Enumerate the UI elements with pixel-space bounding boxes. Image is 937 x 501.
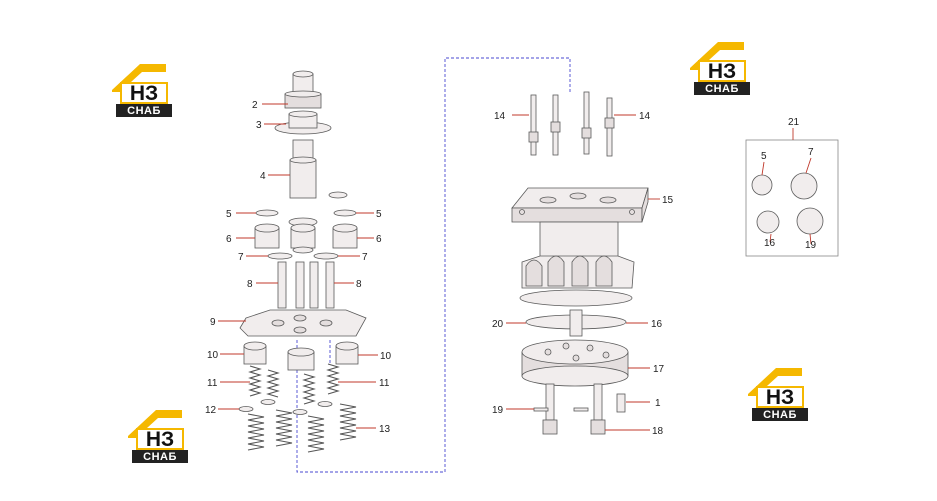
part-8-plunger: [295, 261, 305, 309]
nz-snab-logo: НЗ СНАБ: [744, 362, 808, 426]
part-18-pin: [542, 383, 558, 435]
part-14-bolt: [604, 97, 615, 157]
callout-5: 5: [376, 209, 382, 220]
nz-snab-logo: НЗ СНАБ: [686, 36, 750, 100]
svg-text:НЗ: НЗ: [766, 386, 794, 409]
part-11-spring: [326, 363, 340, 395]
callout-3: 3: [256, 120, 262, 131]
kit-ring-19: [796, 207, 824, 235]
callout-13: 13: [379, 424, 391, 435]
callout-10: 10: [207, 350, 219, 361]
kit-ring-7: [790, 172, 818, 200]
callout-4: 4: [260, 171, 266, 182]
part-11-spring: [248, 365, 262, 397]
callout-6: 6: [376, 234, 382, 245]
callout-14: 14: [494, 111, 506, 122]
part-13-spring: [247, 413, 265, 451]
leader-lines: [218, 103, 812, 431]
part-6-bushing: [254, 223, 280, 249]
part-14-bolt: [550, 94, 561, 156]
kit-callout-5: 5: [761, 151, 767, 162]
callout-19: 19: [492, 405, 504, 416]
callout-17: 17: [653, 364, 665, 375]
callout-12: 12: [205, 405, 217, 416]
callout-18: 18: [652, 426, 664, 437]
part-7-washer: [292, 246, 314, 254]
part-8-plunger: [325, 261, 335, 309]
part-10-sleeve: [287, 347, 315, 371]
assembly-connection-line: [296, 57, 571, 473]
part-15-top-plate: [511, 187, 649, 223]
svg-text:НЗ: НЗ: [130, 82, 158, 105]
pump-body: [519, 221, 635, 307]
callout-9: 9: [210, 317, 216, 328]
svg-text:СНАБ: СНАБ: [705, 83, 739, 95]
callout-11: 11: [207, 378, 218, 389]
center-pin: [569, 309, 583, 337]
part-2-fitting: [284, 70, 322, 109]
callout-7: 7: [362, 252, 368, 263]
part-17-bottom-block: [521, 339, 629, 387]
nz-snab-logo: НЗ СНАБ: [124, 404, 188, 468]
kit-ring-16: [756, 210, 780, 234]
callout-16: 16: [651, 319, 663, 330]
kit-21-box: [745, 139, 839, 257]
callout-11: 11: [379, 378, 390, 389]
part-10-sleeve: [243, 341, 267, 365]
nz-snab-logo: НЗ СНАБ: [108, 58, 172, 122]
svg-text:СНАБ: СНАБ: [763, 409, 797, 421]
part-5-ring: [255, 209, 279, 217]
callout-2: 2: [252, 100, 258, 111]
callout-21: 21: [788, 117, 800, 128]
kit-ring-5: [751, 174, 773, 196]
part-8-plunger: [277, 261, 287, 309]
svg-text:СНАБ: СНАБ: [143, 451, 177, 463]
callout-5: 5: [226, 209, 232, 220]
part-13-spring: [339, 403, 357, 441]
part-12-washer: [292, 409, 308, 415]
part-7-washer: [267, 252, 293, 260]
kit-callout-16: 16: [764, 238, 776, 249]
part-19-pin: [533, 407, 549, 412]
part-12-washer: [238, 406, 254, 412]
callout-8: 8: [247, 279, 253, 290]
svg-text:НЗ: НЗ: [708, 60, 736, 83]
part-14-bolt: [528, 94, 539, 156]
part-12-washer: [260, 399, 276, 405]
part-1-dowel: [616, 393, 626, 413]
part-6-bushing: [290, 223, 316, 249]
svg-text:НЗ: НЗ: [146, 428, 174, 451]
part-7-washer: [313, 252, 339, 260]
part-19-pin: [573, 407, 589, 412]
part-11-spring: [302, 373, 316, 405]
part-13-spring: [307, 415, 325, 453]
part-12-washer: [317, 401, 333, 407]
part-5-ring: [328, 191, 348, 199]
part-18-pin: [590, 383, 606, 435]
part-5-ring: [333, 209, 357, 217]
svg-text:СНАБ: СНАБ: [127, 105, 161, 117]
part-13-spring: [275, 409, 293, 447]
callout-8: 8: [356, 279, 362, 290]
part-6-bushing: [332, 223, 358, 249]
part-4-shaft: [289, 139, 317, 199]
callout-7: 7: [238, 252, 244, 263]
part-8-plunger: [309, 261, 319, 309]
callout-15: 15: [662, 195, 674, 206]
callout-14: 14: [639, 111, 651, 122]
kit-callout-19: 19: [805, 240, 817, 251]
part-3-flange: [274, 110, 332, 135]
part-9-plate: [239, 309, 367, 337]
part-10-sleeve: [335, 341, 359, 365]
callout-10: 10: [380, 351, 392, 362]
kit-callout-7: 7: [808, 147, 814, 158]
part-11-spring: [266, 369, 280, 398]
callout-6: 6: [226, 234, 232, 245]
part-14-bolt: [581, 91, 592, 155]
callout-20: 20: [492, 319, 504, 330]
callout-1: 1: [655, 398, 661, 409]
